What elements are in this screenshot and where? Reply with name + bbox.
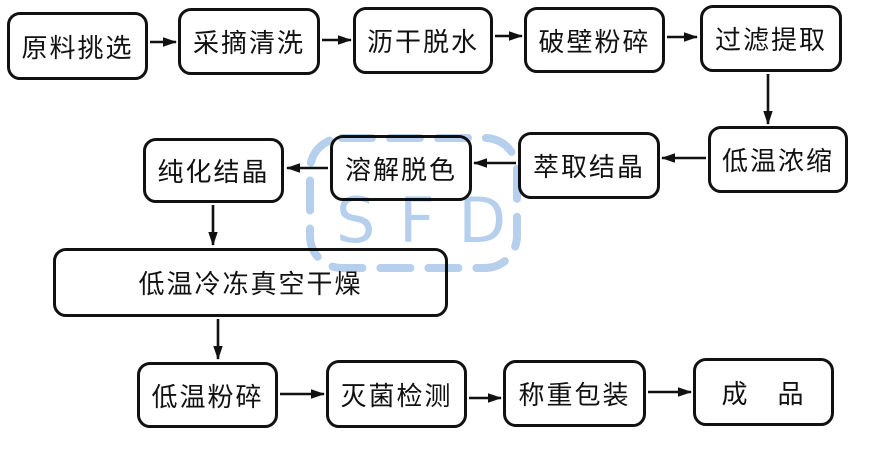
node-sterilize-inspect: 灭菌检测 xyxy=(326,360,467,428)
node-weigh-pack: 称重包装 xyxy=(503,360,646,427)
node-purify-crystallize: 纯化结晶 xyxy=(143,138,284,203)
node-low-temp-concentrate: 低温浓缩 xyxy=(708,126,848,193)
node-pick-and-wash: 采摘清洗 xyxy=(178,8,320,75)
node-wall-breaking-crush: 破壁粉碎 xyxy=(524,7,665,73)
node-filter-extract: 过滤提取 xyxy=(700,5,842,72)
node-raw-material-selection: 原料挑选 xyxy=(7,12,148,80)
node-freeze-vacuum-dry: 低温冷冻真空干燥 xyxy=(53,248,448,317)
node-drain-dehydrate: 沥干脱水 xyxy=(353,7,493,74)
node-extract-crystallize: 萃取结晶 xyxy=(518,132,660,199)
node-finished-product: 成 品 xyxy=(693,358,834,426)
node-dissolve-decolor: 溶解脱色 xyxy=(330,135,472,201)
node-low-temp-crush: 低温粉碎 xyxy=(137,362,278,428)
